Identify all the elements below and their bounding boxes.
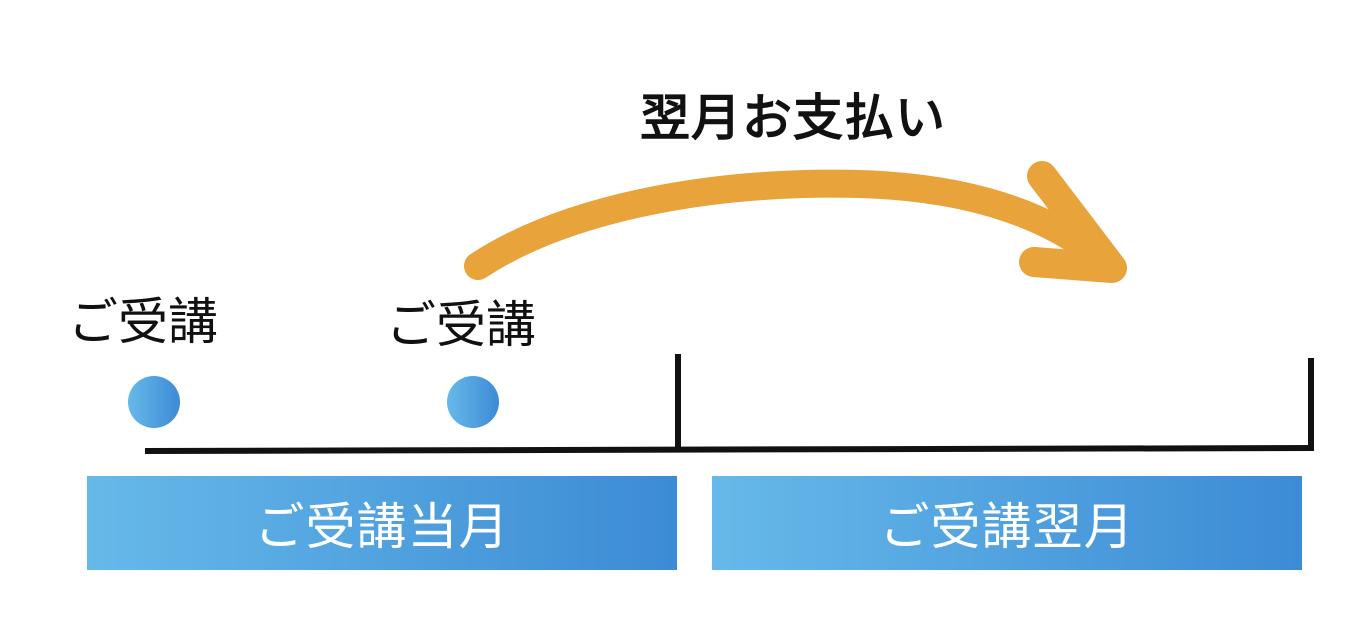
event-label-first: ご受講: [68, 293, 218, 351]
event-label-second: ご受講: [386, 296, 536, 354]
circle-dot-icon: [447, 376, 499, 428]
timeline-baseline: [144, 445, 1315, 454]
current-month-bar: ご受講当月: [87, 476, 677, 570]
curved-arrow-head: [1019, 161, 1127, 283]
next-month-bar: ご受講翌月: [712, 476, 1302, 570]
circle-dot-icon: [128, 376, 180, 428]
next-month-label: ご受講翌月: [879, 498, 1135, 556]
current-month-label: ご受講当月: [254, 498, 510, 556]
payment-label: 翌月お支払い: [640, 89, 946, 147]
curved-arrow-shaft: [464, 169, 1112, 280]
curved-arrow-icon: [464, 161, 1127, 283]
